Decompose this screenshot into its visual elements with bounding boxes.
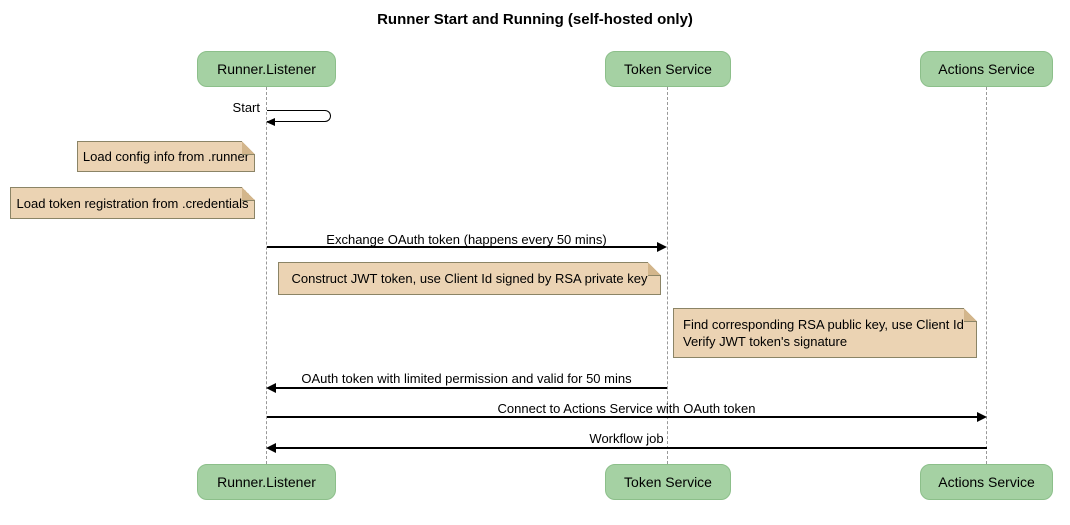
note-fold-icon [964, 308, 977, 322]
participant-label: Token Service [624, 474, 712, 490]
note-load-config: Load config info from .runner [77, 141, 255, 172]
note-construct-jwt: Construct JWT token, use Client Id signe… [278, 262, 661, 295]
participant-label: Actions Service [938, 474, 1035, 490]
arrowhead-left-icon [266, 443, 276, 453]
arrowhead-left-icon [266, 383, 276, 393]
lifeline-actions-service [986, 87, 987, 464]
participant-runner-listener-bottom: Runner.Listener [197, 464, 336, 500]
note-text: Load token registration from .credential… [16, 195, 249, 211]
participant-label: Runner.Listener [217, 61, 316, 77]
message-connect-actions-label: Connect to Actions Service with OAuth to… [497, 401, 756, 416]
arrowhead-right-icon [977, 412, 987, 422]
note-load-token-registration: Load token registration from .credential… [10, 187, 255, 219]
arrowhead-right-icon [657, 242, 667, 252]
note-verify-jwt: Find corresponding RSA public key, use C… [673, 308, 977, 358]
diagram-title: Runner Start and Running (self-hosted on… [377, 11, 693, 28]
participant-actions-service-bottom: Actions Service [920, 464, 1053, 500]
self-loop-line [267, 110, 331, 122]
message-oauth-token-label: OAuth token with limited permission and … [301, 371, 632, 386]
message-workflow-job-line [276, 447, 987, 449]
note-fold-icon [648, 262, 661, 276]
message-workflow-job-label: Workflow job [589, 431, 664, 446]
message-oauth-token-line [276, 387, 667, 389]
note-text-line2: Verify JWT token's signature [683, 334, 848, 349]
message-start-label: Start [232, 100, 260, 115]
participant-runner-listener-top: Runner.Listener [197, 51, 336, 87]
message-exchange-oauth-label: Exchange OAuth token (happens every 50 m… [326, 232, 607, 247]
note-fold-icon [242, 187, 255, 201]
lifeline-runner-listener [266, 87, 267, 464]
participant-label: Runner.Listener [217, 474, 316, 490]
participant-token-service-top: Token Service [605, 51, 731, 87]
participant-token-service-bottom: Token Service [605, 464, 731, 500]
message-connect-actions-line [267, 416, 977, 418]
participant-label: Token Service [624, 61, 712, 77]
participant-actions-service-top: Actions Service [920, 51, 1053, 87]
note-fold-icon [242, 141, 255, 155]
message-exchange-oauth-line [267, 246, 657, 248]
note-text: Load config info from .runner [82, 149, 250, 164]
note-text: Construct JWT token, use Client Id signe… [291, 271, 648, 286]
participant-label: Actions Service [938, 61, 1035, 77]
lifeline-token-service [667, 87, 668, 464]
arrowhead-left-icon [266, 118, 275, 126]
note-text-line1: Find corresponding RSA public key, use C… [683, 317, 964, 332]
